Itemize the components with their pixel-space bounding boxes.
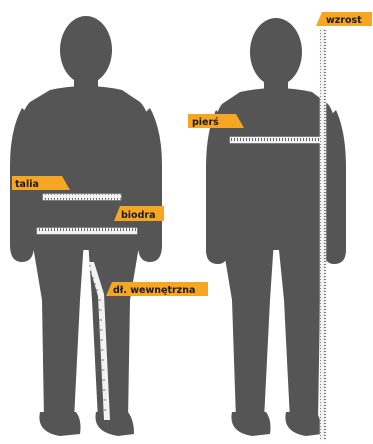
hips-measurement-tape — [37, 228, 137, 234]
chest-measurement-tape — [230, 137, 326, 143]
label-inseam-text: dł. wewnętrzna — [113, 285, 195, 296]
label-biodra: biodra — [114, 206, 164, 221]
left-figure-silhouette — [10, 16, 162, 436]
label-inseam: dł. wewnętrzna — [106, 282, 208, 296]
waist-measurement-tape — [43, 194, 121, 200]
label-wzrost: wzrost — [316, 12, 372, 26]
label-piers: pierś — [188, 114, 244, 128]
label-biodra-text: biodra — [121, 210, 155, 221]
label-talia: talia — [12, 176, 70, 190]
label-piers-text: pierś — [192, 117, 219, 128]
label-wzrost-text: wzrost — [326, 15, 362, 26]
label-talia-text: talia — [15, 179, 39, 190]
height-measurement-tape — [320, 28, 326, 440]
